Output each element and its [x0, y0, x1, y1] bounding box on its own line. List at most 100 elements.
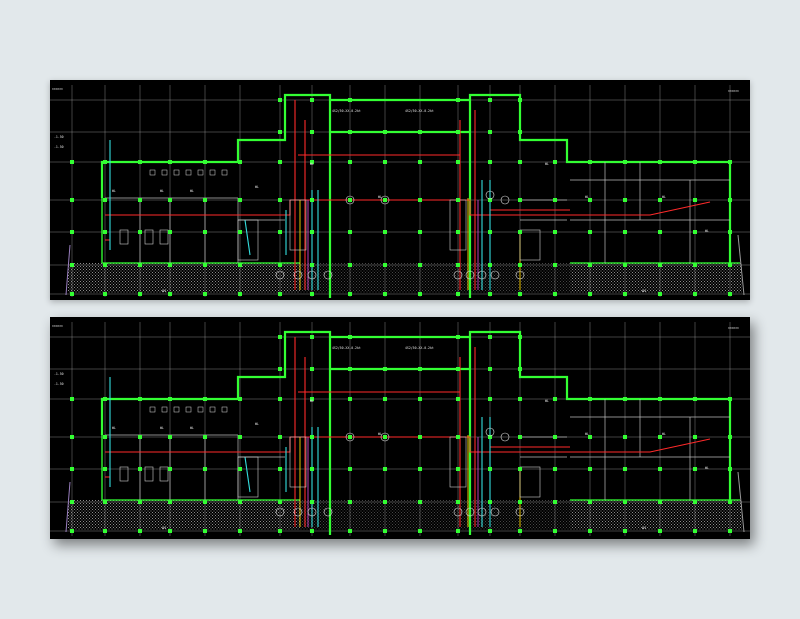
column — [168, 435, 172, 439]
dimension-label-right: 000000 — [728, 326, 739, 330]
column — [278, 130, 282, 134]
column — [418, 160, 422, 164]
column — [553, 292, 557, 296]
center-note: 4S2/50-XX-0.2kt — [405, 109, 434, 113]
column — [658, 500, 662, 504]
center-note: 4S2/50-XX-0.2kt — [332, 346, 361, 350]
column — [138, 500, 142, 504]
column — [383, 230, 387, 234]
red-pipe-main — [105, 436, 711, 453]
column — [588, 263, 592, 267]
column — [203, 160, 207, 164]
room-label: WL — [255, 185, 259, 189]
column — [588, 292, 592, 296]
red-pipe-main — [105, 199, 711, 216]
level-mark: -1.50 — [54, 145, 64, 149]
room-label: WL — [662, 195, 666, 199]
column — [238, 292, 242, 296]
column — [383, 198, 387, 202]
column — [518, 130, 522, 134]
column — [238, 160, 242, 164]
column — [418, 292, 422, 296]
stair-box — [519, 466, 541, 498]
small-fixture — [149, 406, 156, 413]
column — [518, 529, 522, 533]
room-label: WL — [545, 399, 549, 403]
column — [310, 467, 314, 471]
column — [488, 230, 492, 234]
grid-bubble — [515, 270, 525, 280]
column — [456, 130, 460, 134]
column — [693, 198, 697, 202]
column — [728, 397, 732, 401]
small-fixture — [209, 169, 216, 176]
column — [383, 160, 387, 164]
column — [456, 500, 460, 504]
column — [553, 198, 557, 202]
small-fixture — [161, 406, 168, 413]
grid-bubble — [307, 507, 317, 517]
column — [348, 230, 352, 234]
column — [488, 397, 492, 401]
column — [238, 500, 242, 504]
grid-bubble — [275, 270, 285, 280]
column — [238, 263, 242, 267]
column — [383, 263, 387, 267]
column — [310, 160, 314, 164]
grid-bubble — [380, 432, 390, 442]
column — [693, 529, 697, 533]
grid-bubble — [465, 507, 475, 517]
grid-bubble — [380, 195, 390, 205]
column — [658, 198, 662, 202]
column — [418, 367, 422, 371]
room-label: WL — [190, 189, 194, 193]
edge-line-right — [737, 471, 745, 533]
column — [168, 397, 172, 401]
column — [418, 529, 422, 533]
bottom-label: A1 — [162, 289, 166, 293]
column — [553, 160, 557, 164]
structural-columns — [70, 335, 732, 533]
column — [456, 263, 460, 267]
center-note: 4S2/50-XX-0.2kt — [405, 346, 434, 350]
column — [278, 500, 282, 504]
column — [310, 397, 314, 401]
column — [310, 367, 314, 371]
column — [488, 467, 492, 471]
column — [623, 160, 627, 164]
center-note: 4S2/50-XX-0.2kt — [332, 109, 361, 113]
column — [310, 98, 314, 102]
column — [488, 160, 492, 164]
column — [238, 230, 242, 234]
bottom-label: A1 — [642, 526, 646, 530]
column — [488, 292, 492, 296]
column — [588, 230, 592, 234]
fixture — [119, 466, 129, 482]
column — [383, 292, 387, 296]
room-label: WL — [255, 422, 259, 426]
room-label: WL — [662, 432, 666, 436]
column — [518, 367, 522, 371]
small-fixture — [173, 406, 180, 413]
level-mark: -1.50 — [54, 135, 64, 139]
red-pipe-branch — [298, 154, 570, 211]
column — [203, 467, 207, 471]
column — [348, 292, 352, 296]
column — [488, 435, 492, 439]
column — [623, 500, 627, 504]
column — [518, 397, 522, 401]
column — [623, 397, 627, 401]
column — [348, 367, 352, 371]
column — [553, 263, 557, 267]
fixture — [144, 229, 154, 245]
stair-box — [289, 199, 307, 251]
column — [518, 198, 522, 202]
base-walls — [101, 435, 740, 501]
column — [518, 292, 522, 296]
fixture — [159, 466, 169, 482]
column — [518, 230, 522, 234]
column — [383, 397, 387, 401]
column — [728, 500, 732, 504]
column — [310, 198, 314, 202]
